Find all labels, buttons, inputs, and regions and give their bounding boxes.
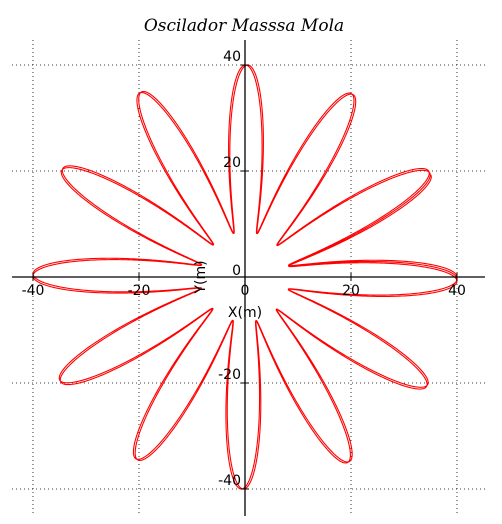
y-axis-label: Y(m) <box>193 260 209 294</box>
y-tick-label: 20 <box>223 155 241 171</box>
x-axis-label: X(m) <box>228 305 262 321</box>
chart-title: Oscilador Masssa Mola <box>144 16 344 36</box>
x-tick-label: 0 <box>241 283 250 299</box>
y-tick-label: 40 <box>223 49 241 65</box>
tick-labels: -40 -20 0 20 40 -40 -20 20 40 0 <box>22 49 466 489</box>
y-tick-label: -20 <box>218 367 241 383</box>
x-tick-label: 20 <box>342 283 360 299</box>
trajectory-series <box>32 64 458 490</box>
x-tick-label: -20 <box>128 283 151 299</box>
y-tick-label: -40 <box>218 473 241 489</box>
trajectory-line <box>32 64 458 490</box>
x-tick-label: 40 <box>448 283 466 299</box>
axes <box>12 40 485 516</box>
y-tick-label: 0 <box>232 263 241 279</box>
x-tick-label: -40 <box>22 283 45 299</box>
grid <box>12 40 485 516</box>
